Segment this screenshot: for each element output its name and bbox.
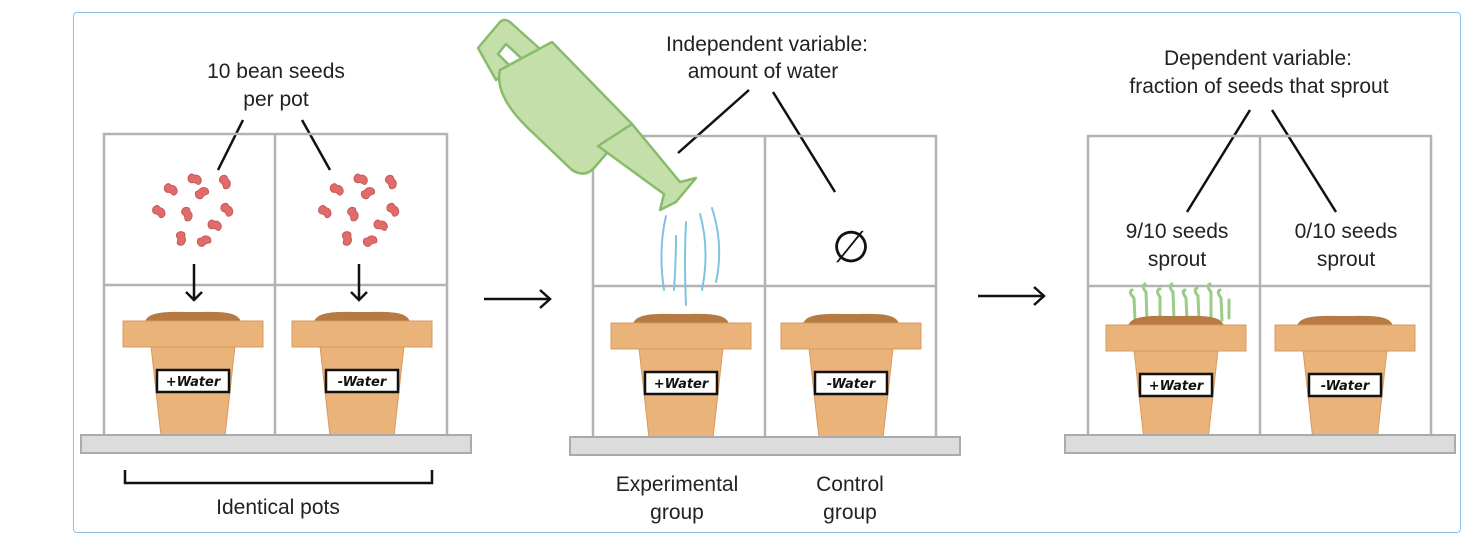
pot-control: -Water xyxy=(779,312,923,440)
pointer-line xyxy=(300,119,332,171)
result-experimental-line1: 9/10 seeds xyxy=(1126,220,1229,243)
result-control-line2: sprout xyxy=(1317,248,1376,271)
pot-label: +Water xyxy=(654,377,710,392)
result-control-line1: 0/10 seeds xyxy=(1295,220,1398,243)
sprouts xyxy=(1128,282,1231,322)
shelf xyxy=(569,436,961,456)
right-arrow-icon xyxy=(484,289,552,309)
dependent-variable-line2: fraction of seeds that sprout xyxy=(1129,75,1388,98)
dependent-variable-line1: Dependent variable: xyxy=(1164,47,1352,70)
pointer-line xyxy=(1185,109,1252,213)
shelf xyxy=(80,434,472,454)
control-group-line1: Control xyxy=(816,473,884,496)
watering-can-icon xyxy=(476,18,698,212)
pointer-line xyxy=(771,91,837,193)
pot-label: -Water xyxy=(338,375,388,390)
bean-seeds-group-1 xyxy=(151,172,235,247)
diagram-frame xyxy=(73,12,1461,533)
pot-sprouted: +Water xyxy=(1104,314,1248,442)
pointer-line xyxy=(1270,109,1338,213)
right-arrow-icon xyxy=(978,286,1046,306)
panel-treatment: Independent variable: amount of water ∅ … xyxy=(476,18,961,524)
pot-label: +Water xyxy=(166,375,222,390)
experimental-group-line2: group xyxy=(650,501,704,524)
pot-experimental: +Water xyxy=(609,312,753,440)
experimental-group-line1: Experimental xyxy=(616,473,739,496)
result-experimental-line2: sprout xyxy=(1148,248,1207,271)
pointer-line xyxy=(677,89,750,154)
bracket xyxy=(123,470,434,485)
panel-setup: 10 bean seeds per pot +Water -Water Iden… xyxy=(80,60,472,519)
identical-pots-label: Identical pots xyxy=(216,496,340,519)
panel-results: Dependent variable: fraction of seeds th… xyxy=(1064,47,1456,454)
down-arrow-icon xyxy=(185,264,203,302)
control-group-line2: group xyxy=(823,501,877,524)
pot-not-sprouted: -Water xyxy=(1273,314,1417,442)
independent-variable-line2: amount of water xyxy=(688,60,839,83)
pointer-line xyxy=(216,119,245,171)
bean-seeds-group-2 xyxy=(317,172,401,247)
seeds-label-line2: per pot xyxy=(243,88,309,111)
pot-label: -Water xyxy=(1321,379,1371,394)
independent-variable-line1: Independent variable: xyxy=(666,33,868,56)
shelf xyxy=(1064,434,1456,454)
seeds-label-line1: 10 bean seeds xyxy=(207,60,345,83)
pot-plus-water: +Water xyxy=(121,310,265,438)
pot-label: -Water xyxy=(827,377,877,392)
pot-label: +Water xyxy=(1149,379,1205,394)
water-stream xyxy=(660,207,721,306)
empty-set-icon: ∅ xyxy=(832,222,870,273)
down-arrow-icon xyxy=(350,264,368,302)
pot-minus-water: -Water xyxy=(290,310,434,438)
